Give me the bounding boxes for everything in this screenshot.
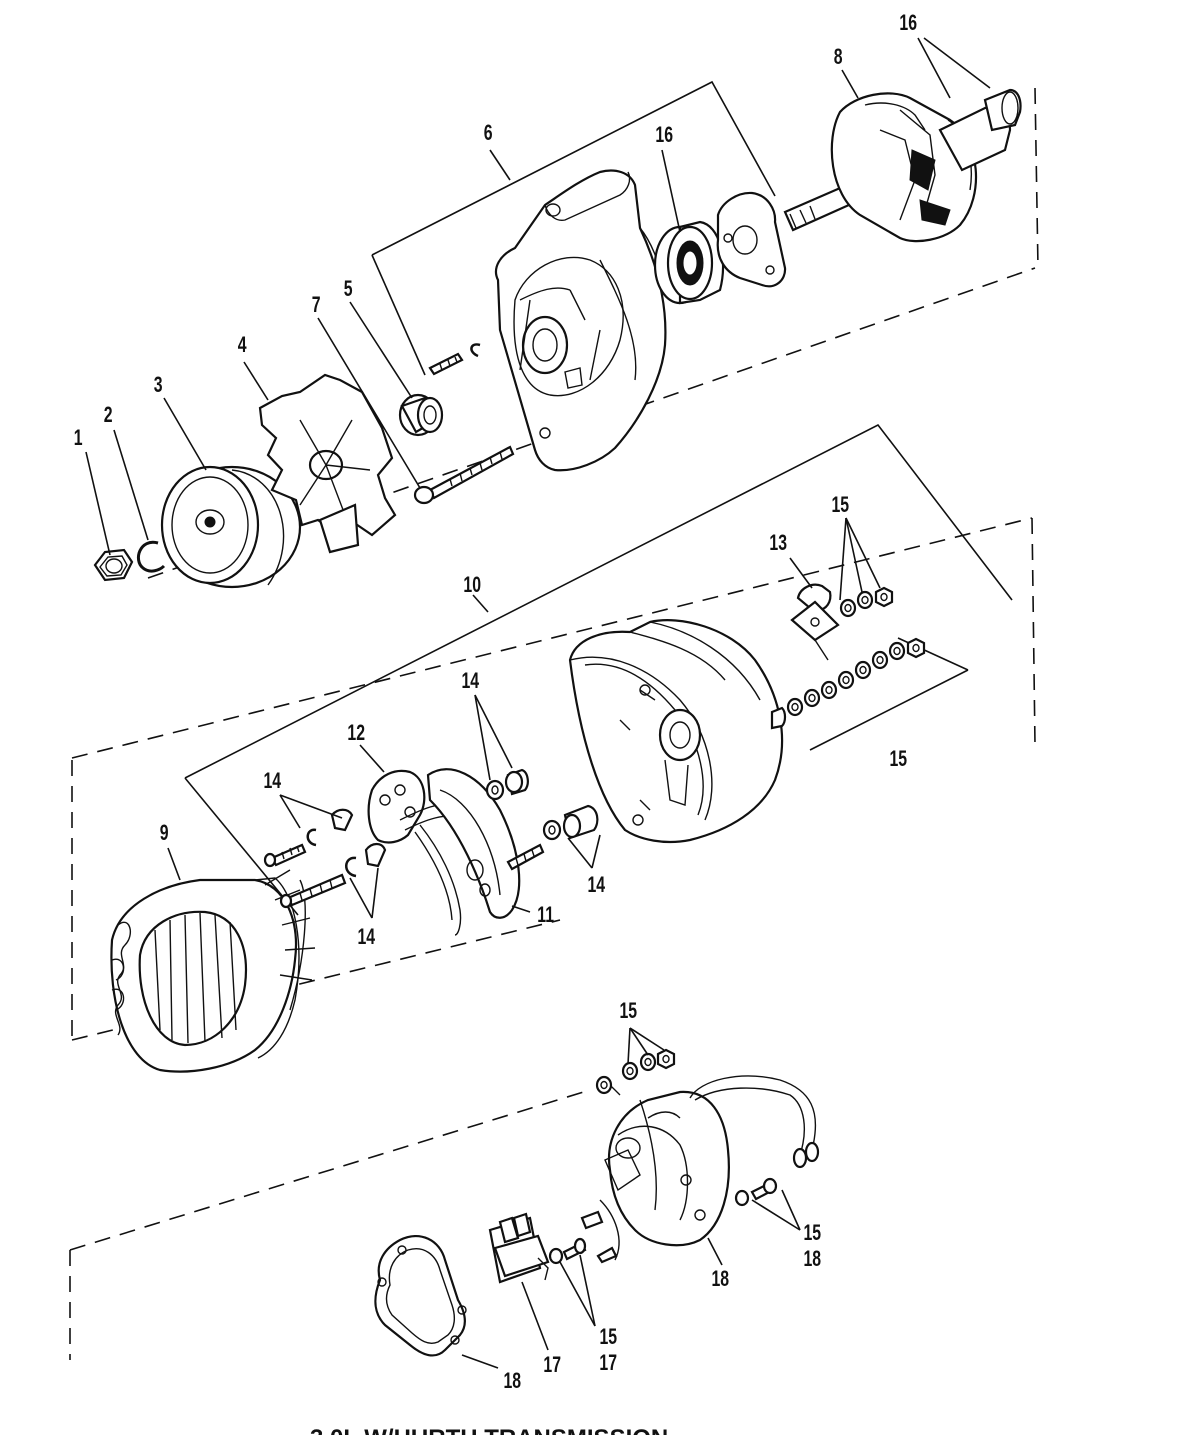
callout-15-side: 15 (803, 1222, 821, 1246)
callout-13: 13 (769, 532, 787, 556)
callout-2: 2 (104, 404, 113, 428)
washer-set-15-lower (548, 1048, 778, 1265)
stator-part-9 (110, 869, 316, 1073)
fan-part-4 (258, 373, 397, 554)
terminal-part-13 (790, 583, 840, 661)
retainer-plate (716, 191, 787, 288)
callout-17-brush-screw: 17 (599, 1352, 617, 1376)
callout-14-bolt: 14 (587, 874, 605, 898)
callout-10: 10 (463, 574, 481, 598)
callout-16-rotor: 16 (899, 12, 917, 36)
callout-12: 12 (347, 722, 365, 746)
front-housing-part-6 (494, 169, 667, 472)
callout-14-spacer: 14 (461, 670, 479, 694)
callout-15-brush: 15 (599, 1326, 617, 1350)
gasket-part-18 (374, 1235, 467, 1357)
snap-ring-part-2 (137, 540, 166, 573)
callout-18-housing: 18 (711, 1268, 729, 1292)
callout-numbers: 1 2 3 4 5 7 6 16 8 16 10 13 15 14 12 14 … (74, 12, 917, 1394)
nut-part-1 (93, 548, 134, 582)
callout-4: 4 (238, 334, 247, 358)
callout-18-side: 18 (803, 1248, 821, 1272)
small-hardware-14 (263, 768, 599, 909)
rotor-part-8 (783, 88, 1022, 243)
callout-15-regulator: 15 (619, 1000, 637, 1024)
callout-18-gasket: 18 (503, 1370, 521, 1394)
washer-set-15-upper (786, 586, 926, 717)
heat-sink-part-11 (414, 768, 521, 936)
leader-lines (85, 37, 991, 1369)
bearing-part-16 (653, 220, 725, 305)
callout-14-lower: 14 (357, 926, 375, 950)
callout-14-screw: 14 (263, 770, 281, 794)
callout-1: 1 (74, 427, 83, 451)
diagram-caption: 3.0L W/HURTH TRANSMISSION (310, 1425, 668, 1435)
callout-11: 11 (537, 904, 554, 928)
front-housing-screw (428, 343, 481, 376)
callout-6: 6 (484, 122, 493, 146)
callout-8: 8 (834, 46, 843, 70)
callout-9: 9 (160, 822, 169, 846)
callout-3: 3 (154, 374, 163, 398)
callout-17: 17 (543, 1354, 561, 1378)
pulley-part-3 (160, 465, 302, 589)
callout-16-bearing: 16 (655, 124, 673, 148)
callout-15-housing: 15 (889, 748, 907, 772)
brush-holder-part-17 (488, 1212, 550, 1284)
callout-7: 7 (312, 294, 321, 318)
through-bolt-part-7 (413, 445, 515, 505)
rear-housing-part-10 (568, 619, 787, 844)
callout-5: 5 (344, 278, 353, 302)
callout-15-terminal: 15 (831, 494, 849, 518)
spacer-part-5 (398, 393, 444, 437)
regulator-housing-part-18 (580, 1075, 820, 1264)
